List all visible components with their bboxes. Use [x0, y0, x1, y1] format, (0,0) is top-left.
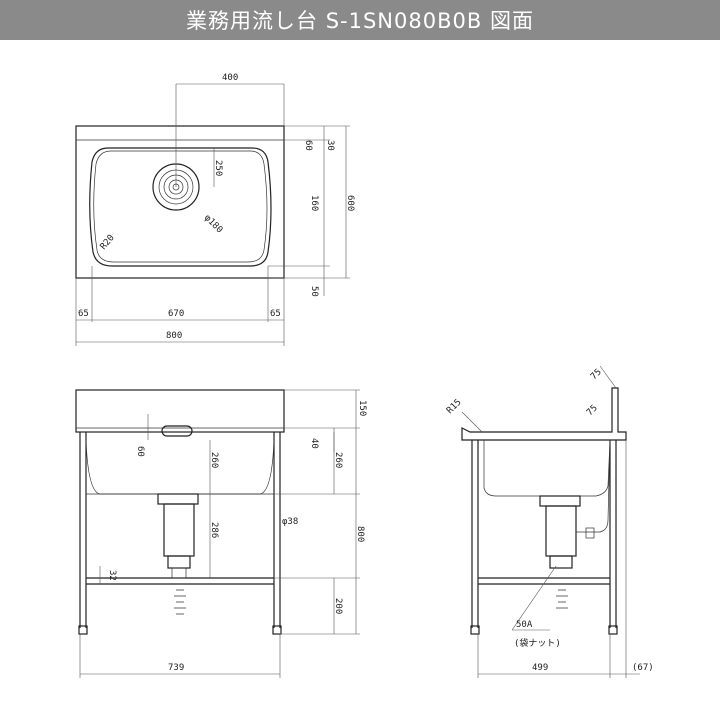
- side-dim-499: 499: [532, 663, 548, 673]
- side-drain-trap: [539, 439, 611, 609]
- drain-trap: [157, 493, 199, 615]
- front-dim-739: 739: [168, 663, 184, 673]
- dim-60: 60: [303, 140, 313, 151]
- dim-250: 250: [213, 160, 223, 176]
- dim-65-left: 65: [78, 309, 89, 319]
- side-dim-75-b: 75: [585, 403, 600, 418]
- front-dim-32: 32: [107, 570, 117, 581]
- side-dim-67: (67): [632, 663, 654, 673]
- dim-r20: R20: [99, 233, 117, 252]
- side-dim-50a: 50A: [516, 620, 533, 630]
- page-title: 業務用流し台 S-1SN080B0B 図面: [0, 0, 720, 40]
- front-dim-phi38: φ38: [282, 517, 298, 527]
- side-bowl: [483, 439, 611, 497]
- front-dim-260-a: 260: [209, 452, 219, 468]
- drain-nut-label: (袋ナット): [514, 637, 561, 649]
- side-dim-r15: R15: [445, 398, 464, 417]
- front-dim-150: 150: [357, 400, 367, 416]
- side-dim-75-a: 75: [589, 367, 604, 382]
- front-dim-800: 800: [355, 526, 365, 542]
- front-dim-286: 286: [209, 522, 219, 538]
- front-backsplash: [75, 389, 285, 433]
- front-bowl: [85, 439, 275, 495]
- dim-670: 670: [168, 309, 184, 319]
- side-top: [461, 387, 627, 441]
- dim-400: 400: [222, 73, 238, 83]
- dim-50: 50: [309, 286, 319, 297]
- front-dim-260-b: 260: [333, 452, 343, 468]
- dim-600: 600: [345, 195, 355, 211]
- overflow-slot: [161, 425, 193, 437]
- dim-160: 160: [309, 195, 319, 211]
- dim-800: 800: [166, 331, 182, 341]
- top-view-outline: [75, 125, 285, 279]
- front-dim-40: 40: [309, 438, 319, 449]
- dim-65-right: 65: [270, 309, 281, 319]
- front-view: 150 40 60 260 260 286 φ38 800 32 200 739: [75, 389, 367, 678]
- bowl-outline: [89, 147, 272, 267]
- dim-phi180: φ180: [202, 213, 224, 235]
- side-view: 50A (袋ナット) R15 75 75 499 (67): [445, 365, 654, 678]
- technical-drawing: 400 60 30 250 600 160 φ180 R20 50 65 670…: [75, 73, 654, 678]
- dim-30: 30: [325, 140, 335, 151]
- front-dim-60: 60: [135, 446, 145, 457]
- front-dim-200: 200: [333, 598, 343, 614]
- top-view: 400 60 30 250 600 160 φ180 R20 50 65 670…: [75, 73, 355, 346]
